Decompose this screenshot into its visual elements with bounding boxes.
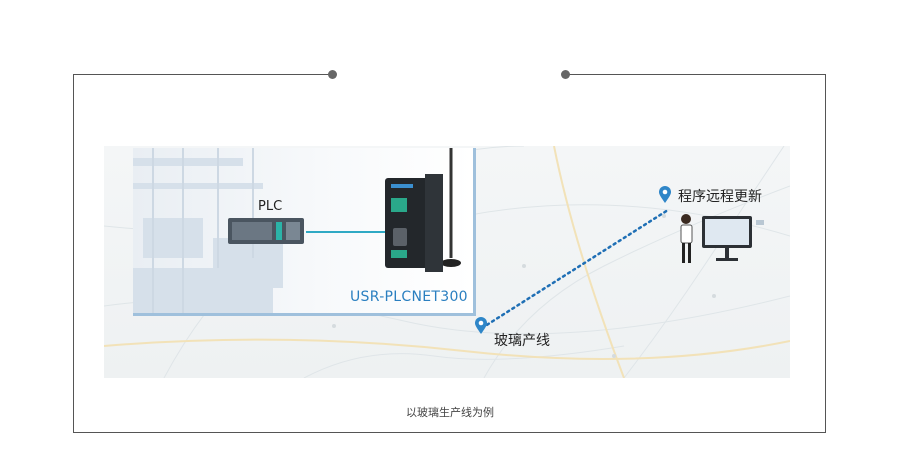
frame-top-right: [566, 74, 826, 75]
gateway-device: [385, 148, 461, 272]
glass-line-label: 玻璃产线: [494, 333, 550, 349]
operator-workstation: [680, 214, 764, 263]
frame-right: [825, 74, 826, 433]
device-label: USR-PLCNET300: [350, 289, 468, 305]
dotted-link: [476, 208, 670, 330]
plc-device: [228, 218, 304, 244]
frame-bottom: [73, 432, 826, 433]
frame-dot-left: [328, 70, 337, 79]
outer-frame: [73, 74, 826, 433]
frame-top-left: [73, 74, 333, 75]
location-pin-icon: [659, 186, 671, 203]
frame-dot-right: [561, 70, 570, 79]
plc-connection-line: [306, 231, 388, 233]
location-pin-icon: [475, 317, 487, 334]
plc-label: PLC: [258, 199, 283, 214]
caption: 以玻璃生产线为例: [406, 406, 494, 419]
frame-left: [73, 74, 74, 433]
factory-illustration: [133, 148, 283, 313]
remote-update-label: 程序远程更新: [678, 189, 762, 205]
location-pin-icon: [476, 304, 488, 316]
